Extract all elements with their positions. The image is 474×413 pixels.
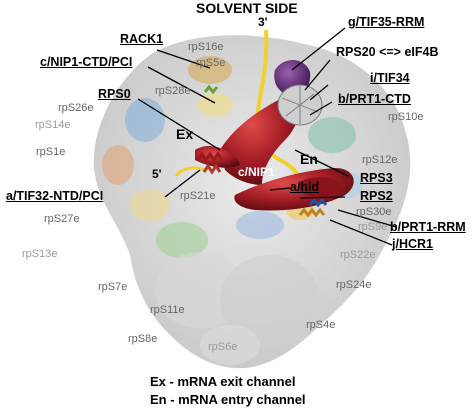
label-rpS5e: rpS5e bbox=[196, 57, 226, 69]
line-prt1-rrm bbox=[337, 209, 397, 228]
label-cnip1: c/NIP1 bbox=[238, 165, 275, 179]
label-rpS11e: rpS11e bbox=[150, 304, 185, 316]
label-rpS6e: rpS6e bbox=[208, 341, 238, 353]
label-tif35: g/TIF35-RRM bbox=[348, 15, 425, 29]
line-hcr1 bbox=[329, 219, 393, 246]
label-rpS24e: rpS24e bbox=[336, 279, 372, 291]
helix-hcr1 bbox=[298, 197, 328, 218]
lower-lobes bbox=[155, 252, 320, 365]
label-rpS9e: rpS9e bbox=[358, 221, 388, 233]
label-rps0: RPS0 bbox=[98, 87, 131, 101]
line-tif34 bbox=[309, 84, 329, 101]
label-tif32: a/TIF32-NTD/PCI bbox=[6, 189, 104, 203]
label-rpS1e: rpS1e bbox=[36, 146, 66, 158]
helix-rack1 bbox=[203, 84, 219, 95]
label-rpS30e: rpS30e bbox=[356, 206, 392, 218]
helix-tif32 bbox=[196, 151, 224, 175]
patch-blue bbox=[125, 98, 165, 142]
marker-ex: Ex bbox=[176, 126, 194, 142]
patch-lightblue bbox=[236, 211, 284, 239]
label-rpS26e: rpS26e bbox=[58, 102, 94, 114]
mrna-strand-5prime bbox=[174, 166, 206, 177]
line-rack1 bbox=[156, 49, 211, 69]
callout-lines bbox=[137, 27, 397, 246]
label-prt1-ctd: b/PRT1-CTD bbox=[338, 92, 411, 106]
marker-3prime: 3' bbox=[258, 15, 268, 29]
line-rps3 bbox=[294, 149, 349, 177]
line-prt1-ctd bbox=[309, 101, 333, 116]
line-nip1-ctd bbox=[147, 66, 216, 104]
patch-teal bbox=[308, 117, 356, 153]
label-rps20: RPS20 <=> eIF4B bbox=[336, 45, 439, 59]
line-hld bbox=[269, 187, 291, 191]
label-rpS7e: rpS7e bbox=[98, 281, 128, 293]
label-rpS22e: rpS22e bbox=[340, 249, 376, 261]
patch-yellow2 bbox=[197, 93, 233, 117]
legend-ex: Ex - mRNA exit channel bbox=[150, 374, 296, 389]
legend-en: En - mRNA entry channel bbox=[150, 392, 306, 407]
marker-en: En bbox=[300, 151, 318, 167]
label-prt1-rrm: b/PRT1-RRM bbox=[390, 220, 466, 234]
label-rpS14e: rpS14e bbox=[35, 119, 71, 131]
line-rps2 bbox=[299, 196, 346, 199]
page-title: SOLVENT SIDE bbox=[196, 0, 298, 16]
patch-yellow bbox=[130, 189, 170, 221]
label-rpS13e: rpS13e bbox=[22, 248, 58, 260]
line-tif32 bbox=[164, 169, 201, 198]
label-rack1: RACK1 bbox=[120, 32, 164, 46]
label-rpS10e: rpS10e bbox=[388, 111, 424, 123]
label-rps3: RPS3 bbox=[360, 171, 393, 185]
label-rpS21e: rpS21e bbox=[180, 190, 216, 202]
label-hld: a/hld bbox=[290, 180, 320, 194]
label-tif34: i/TIF34 bbox=[370, 71, 410, 85]
label-rpS16e: rpS16e bbox=[188, 41, 224, 53]
line-rps0 bbox=[137, 98, 221, 151]
label-rpS28e: rpS28e bbox=[155, 85, 191, 97]
patch-peach bbox=[102, 145, 134, 185]
label-rpS27e: rpS27e bbox=[44, 213, 80, 225]
patch-green bbox=[156, 222, 208, 258]
marker-5prime: 5' bbox=[152, 167, 162, 181]
label-nip1-ctd: c/NIP1-CTD/PCI bbox=[40, 55, 133, 69]
label-rpS4e: rpS4e bbox=[306, 319, 336, 331]
label-hcr1: j/HCR1 bbox=[392, 237, 433, 251]
label-rpS12e: rpS12e bbox=[362, 154, 398, 166]
nip1-domain bbox=[195, 92, 354, 211]
label-rpS8e: rpS8e bbox=[128, 333, 158, 345]
patch-orange bbox=[188, 56, 232, 84]
line-tif35 bbox=[291, 27, 346, 71]
line-rps20 bbox=[304, 59, 331, 91]
tif34-propeller bbox=[277, 84, 323, 126]
label-rps2: RPS2 bbox=[360, 189, 393, 203]
